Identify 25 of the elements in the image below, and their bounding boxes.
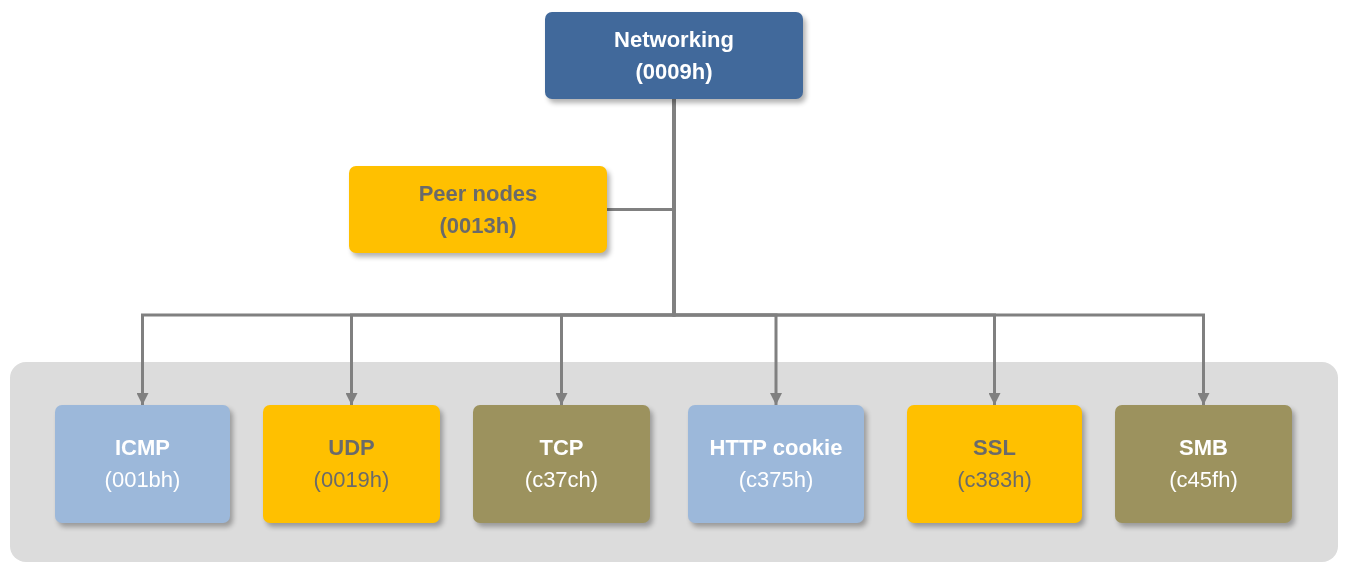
node-code: (001bh) bbox=[104, 466, 181, 494]
node-code: (c45fh) bbox=[1169, 466, 1238, 494]
node-code: (c375h) bbox=[738, 466, 814, 494]
node-title: SMB bbox=[1179, 434, 1228, 462]
node-title: Networking bbox=[614, 25, 734, 54]
node-code: (0009h) bbox=[635, 57, 713, 86]
protocol-box bbox=[907, 405, 1082, 523]
node-title: ICMP bbox=[115, 434, 170, 462]
node-code: (c37ch) bbox=[524, 466, 599, 494]
protocol-box bbox=[263, 405, 440, 523]
protocol-box bbox=[473, 405, 650, 523]
node-title: Peer nodes bbox=[418, 179, 538, 208]
node-code: (c383h) bbox=[957, 466, 1032, 494]
protocol-box bbox=[55, 405, 230, 523]
protocol-box bbox=[1115, 405, 1292, 523]
group-panel bbox=[10, 362, 1338, 562]
node-title: UDP bbox=[328, 434, 375, 462]
node-title: HTTP cookie bbox=[709, 434, 843, 462]
category-box bbox=[545, 12, 803, 99]
node-code: (0013h) bbox=[439, 211, 517, 240]
node-title: TCP bbox=[539, 434, 584, 462]
node-title: SSL bbox=[973, 434, 1016, 462]
category-box bbox=[349, 166, 607, 253]
node-code: (0019h) bbox=[313, 466, 390, 494]
protocol-box bbox=[688, 405, 864, 523]
